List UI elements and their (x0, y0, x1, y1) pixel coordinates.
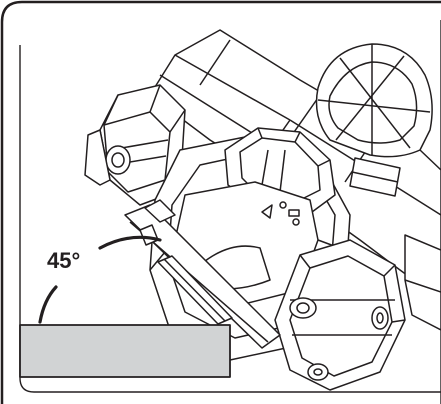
lower-mechanism (274, 234, 441, 391)
angled-fence-plate (124, 199, 281, 349)
motor-dome (315, 43, 433, 197)
angle-arc-upper (98, 235, 162, 250)
inner-frame-line (19, 45, 441, 393)
angle-arc-lower (38, 285, 58, 324)
workpiece-base (19, 324, 231, 378)
arrow-icon (261, 204, 273, 219)
angle-label: 45° (47, 248, 81, 273)
